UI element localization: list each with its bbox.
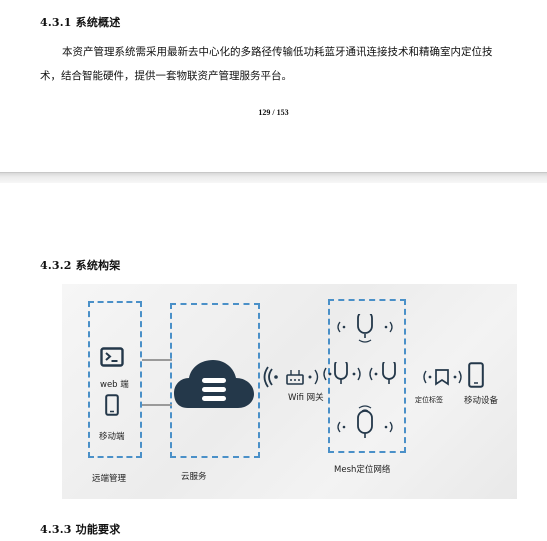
cloud-service-box (170, 303, 260, 458)
wifi-gateway-icon (263, 366, 319, 388)
terminal-icon (100, 347, 124, 367)
mesh-network-box (328, 299, 406, 453)
tag-icon (423, 369, 462, 386)
page-number: 129 / 153 (258, 108, 289, 117)
mobile-device-label: 移动设备 (464, 396, 499, 406)
mobile-label: 移动端 (99, 432, 125, 442)
mesh-network-label: Mesh定位网络 (334, 465, 391, 475)
overview-line-2: 术，结合智能硬件，提供一套物联资产管理服务平台。 (40, 70, 292, 82)
beacon-icons-middle (323, 362, 396, 384)
cloud-service-label: 云服务 (181, 472, 207, 482)
page-separator (0, 172, 547, 183)
tag-label: 定位标签 (415, 396, 443, 404)
overview-paragraph: 本资产管理系统需采用最新去中心化的多路径传输低功耗蓝牙通讯连接技术和精确室内定位… (40, 40, 510, 88)
mobile-device-icon (468, 362, 484, 388)
smartphone-icon (105, 394, 119, 416)
wifi-gateway-label: Wifi 网关 (288, 393, 324, 403)
section-heading-4-3-1: 4.3.1 系统概述 (40, 16, 121, 29)
beacon-icon-top (337, 314, 393, 343)
web-label: web 端 (100, 380, 129, 390)
remote-management-box (88, 301, 142, 458)
architecture-diagram: web 端 移动端 远端管理 云服务 Wifi 网关 (62, 284, 517, 499)
beacon-icon-bottom (337, 405, 393, 438)
overview-line-1: 本资产管理系统需采用最新去中心化的多路径传输低功耗蓝牙通讯连接技术和精确室内定位… (62, 46, 493, 58)
cloud-icon (174, 360, 254, 408)
connector-mobile-cloud (142, 404, 172, 406)
connector-web-cloud (142, 359, 172, 361)
section-heading-4-3-2: 4.3.2 系统构架 (40, 259, 121, 272)
remote-management-label: 远端管理 (92, 474, 127, 484)
section-heading-4-3-3: 4.3.3 功能要求 (40, 523, 121, 536)
